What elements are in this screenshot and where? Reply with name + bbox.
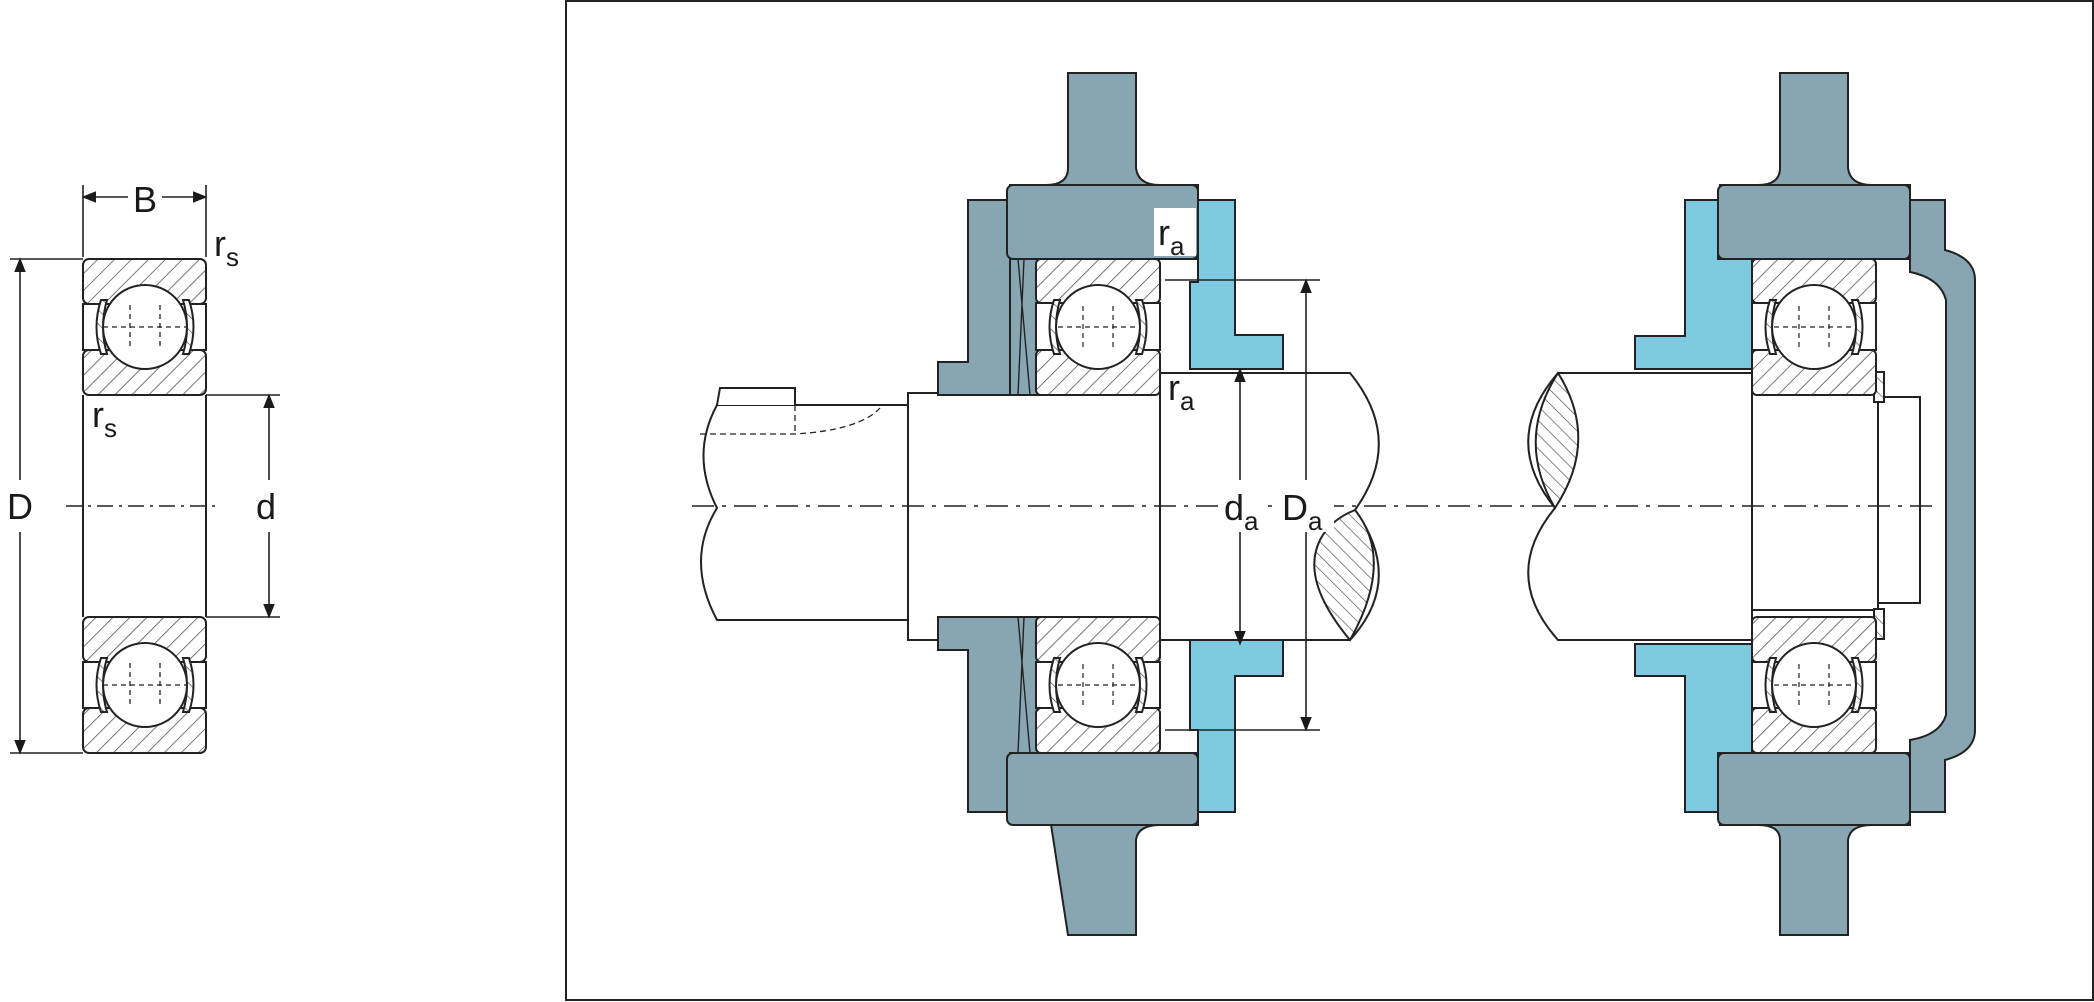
bore-diameter-label-d: d — [256, 486, 276, 527]
upper-ring-section — [82, 258, 207, 396]
mounting-right — [1527, 72, 1976, 936]
svg-text:ra: ra — [1168, 367, 1195, 416]
lower-ring-section — [82, 616, 207, 754]
housing-shoulder-label-Da: Da — [1280, 484, 1334, 536]
fillet-label-bottom: ra — [1168, 367, 1195, 416]
svg-text:Da: Da — [1282, 487, 1323, 536]
bearing-left-upper — [1035, 258, 1161, 396]
svg-text:da: da — [1224, 487, 1259, 536]
mounting-frame — [565, 0, 2094, 1001]
bearing-right-upper — [1751, 258, 1877, 396]
end-cap — [1909, 199, 1976, 813]
chamfer-label-top: rs — [214, 223, 239, 272]
svg-text:ra: ra — [1158, 212, 1185, 261]
mounting-left — [700, 72, 1380, 936]
spacer-upper-left — [1189, 199, 1284, 370]
bearing-left-lower — [1035, 616, 1161, 754]
shaft-shoulder-label-da: da — [1220, 484, 1268, 536]
bearing-section-view — [66, 258, 215, 754]
width-label-B: B — [133, 179, 157, 220]
chamfer-label-bottom: rs — [92, 394, 117, 443]
bearing-right-lower — [1751, 616, 1877, 754]
outer-diameter-label-D: D — [7, 486, 33, 527]
mounting-dimensions — [1165, 278, 1320, 732]
left-dimensions — [10, 185, 280, 755]
fillet-label-top: ra — [1154, 208, 1196, 261]
shaft-right — [1527, 372, 1753, 641]
spacer-lower-left — [1189, 639, 1284, 813]
